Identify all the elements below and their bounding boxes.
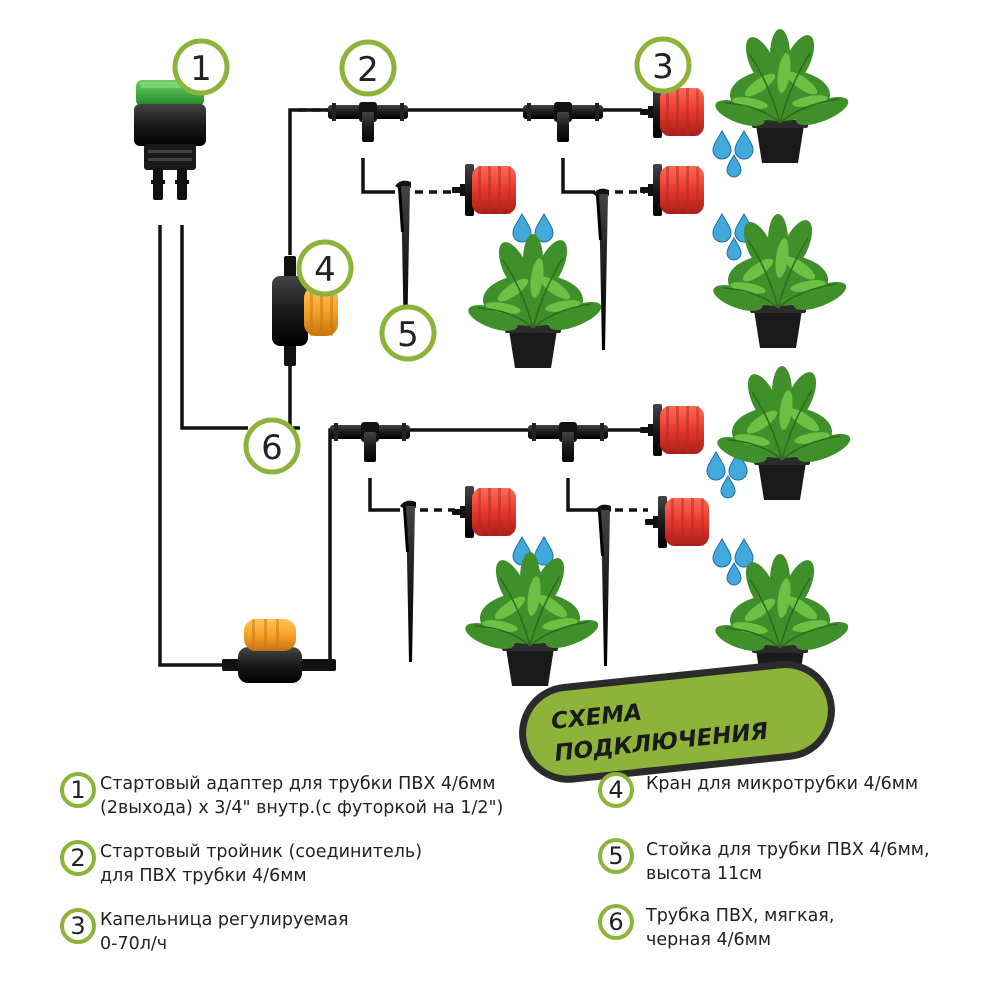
legend-text: 0-70л/ч	[100, 934, 168, 954]
water-drops	[712, 130, 754, 178]
legend-item-3: 3 Капельница регулируемая 0-70л/ч	[60, 908, 349, 956]
legend-text: для ПВХ трубки 4/6мм	[100, 866, 307, 886]
dripper	[640, 86, 704, 138]
stake	[595, 504, 611, 666]
dripper	[640, 404, 704, 456]
tee-connector	[328, 102, 408, 142]
legend-text: Стойка для трубки ПВХ 4/6мм,	[646, 840, 930, 860]
scheme-badge: СХЕМА ПОДКЛЮЧЕНИЯ	[519, 661, 835, 783]
legend-text: черная 4/6мм	[646, 930, 772, 950]
legend-item-2: 2 Стартовый тройник (соединитель) для ПВ…	[60, 840, 422, 888]
tee-connector	[523, 102, 603, 142]
tee-connector	[528, 422, 608, 462]
legend-text: (2выхода) х 3/4" внутр.(с футоркой на 1/…	[100, 798, 504, 818]
marker-1: 1	[172, 38, 230, 96]
legend-text: Стартовый адаптер для трубки ПВХ 4/6мм	[100, 774, 496, 794]
marker-4: 4	[296, 239, 354, 297]
svg-text:4: 4	[314, 250, 336, 290]
legend-number: 5	[598, 838, 634, 874]
marker-6: 6	[243, 417, 301, 475]
legend-text: Трубка ПВХ, мягкая,	[646, 906, 835, 926]
legend-number: 3	[60, 908, 96, 944]
legend-text: Капельница регулируемая	[100, 910, 349, 930]
legend-item-6: 6 Трубка ПВХ, мягкая, черная 4/6мм	[598, 904, 834, 952]
marker-3: 3	[634, 36, 692, 94]
legend-item-5: 5 Стойка для трубки ПВХ 4/6мм, высота 11…	[598, 838, 930, 886]
potted-plant	[461, 551, 603, 687]
marker-5: 5	[379, 304, 437, 362]
legend-item-1: 1 Стартовый адаптер для трубки ПВХ 4/6мм…	[60, 772, 503, 820]
micro-valve-bottom	[222, 619, 336, 683]
dripper	[640, 164, 704, 216]
svg-text:5: 5	[397, 315, 419, 355]
legend-number: 4	[598, 772, 634, 808]
legend-item-4: 4 Кран для микротрубки 4/6мм	[598, 772, 918, 808]
legend-number: 2	[60, 840, 96, 876]
dripper	[452, 164, 516, 216]
svg-text:6: 6	[261, 428, 283, 468]
marker-2: 2	[339, 39, 397, 97]
start-adapter	[134, 80, 206, 200]
potted-plant	[464, 233, 606, 369]
legend-text: высота 11см	[646, 864, 763, 884]
legend-number: 6	[598, 904, 634, 940]
stake	[400, 500, 416, 662]
stake	[593, 188, 609, 350]
dripper	[645, 496, 709, 548]
legend-text: Кран для микротрубки 4/6мм	[646, 774, 919, 794]
micro-valve-top	[272, 256, 338, 366]
svg-text:3: 3	[652, 47, 674, 87]
tee-connector	[330, 422, 410, 462]
svg-text:1: 1	[190, 49, 212, 89]
dripper	[452, 486, 516, 538]
potted-plant	[711, 28, 853, 164]
legend-number: 1	[60, 772, 96, 808]
legend-text: Стартовый тройник (соединитель)	[100, 842, 423, 862]
svg-text:2: 2	[357, 50, 379, 90]
